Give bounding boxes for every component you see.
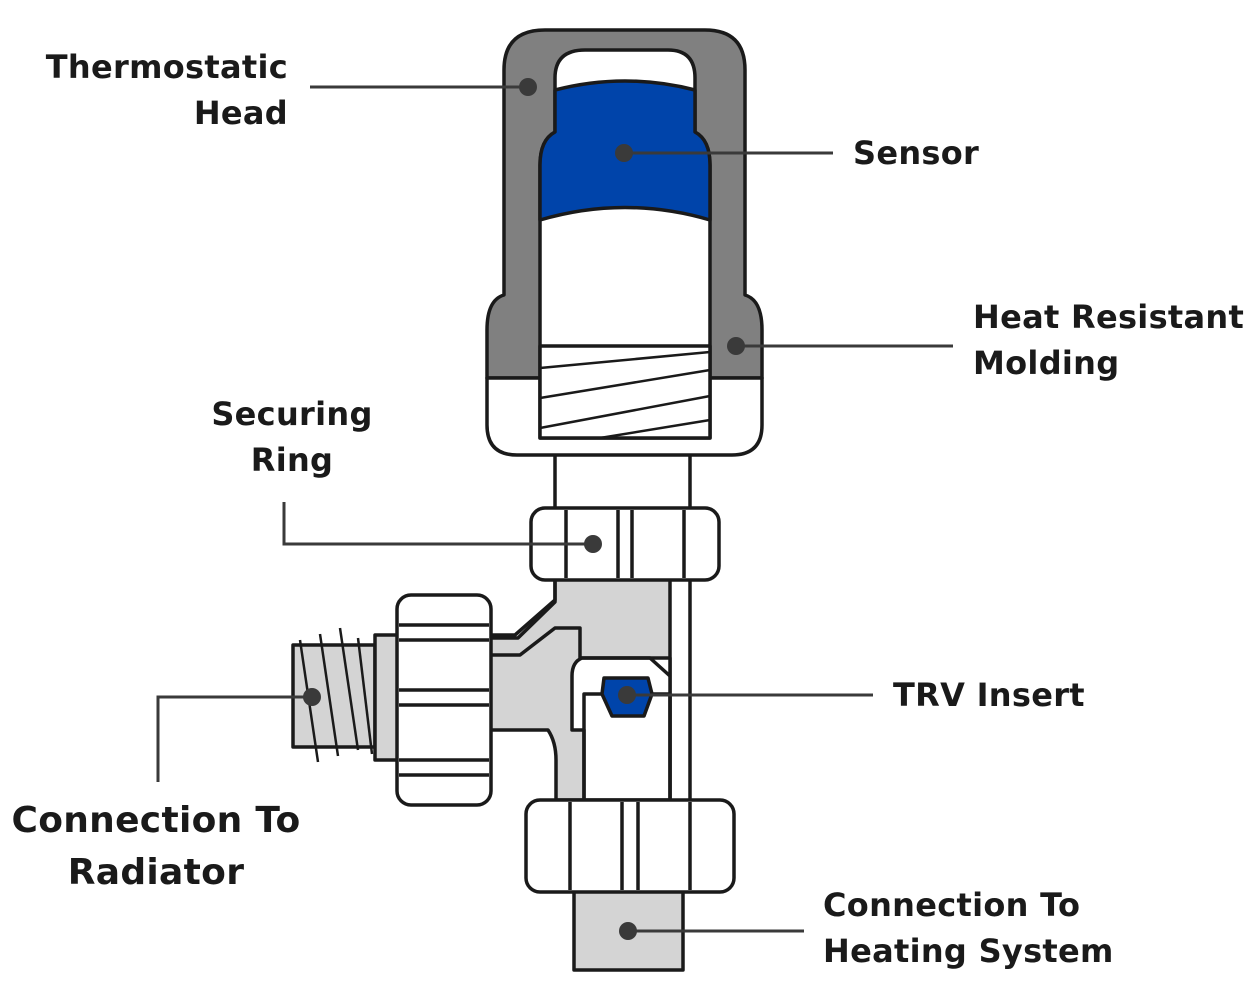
label-sensor: Sensor — [853, 134, 980, 172]
label-securing-ring: Securing Ring — [211, 395, 373, 480]
lower-union-nut — [524, 798, 736, 894]
label-trv-insert: TRV Insert — [893, 676, 1085, 714]
label-thermostatic-head: Thermostatic Head — [45, 48, 288, 133]
dot-sensor — [615, 144, 633, 162]
dot-connection-radiator — [303, 688, 321, 706]
leader-securing-ring — [282, 502, 593, 546]
dot-securing-ring — [584, 535, 602, 553]
label-connection-heating: Connection To Heating System — [823, 886, 1114, 971]
dot-connection-heating — [619, 922, 637, 940]
dot-thermostatic-head — [519, 78, 537, 96]
label-connection-radiator: Connection To Radiator — [11, 800, 301, 894]
dot-trv-insert — [618, 686, 636, 704]
leader-connection-radiator — [156, 695, 312, 782]
radiator-union-nut — [395, 593, 493, 807]
label-heat-resistant-molding: Heat Resistant Molding — [973, 298, 1245, 383]
dot-heat-resistant-molding — [727, 337, 745, 355]
